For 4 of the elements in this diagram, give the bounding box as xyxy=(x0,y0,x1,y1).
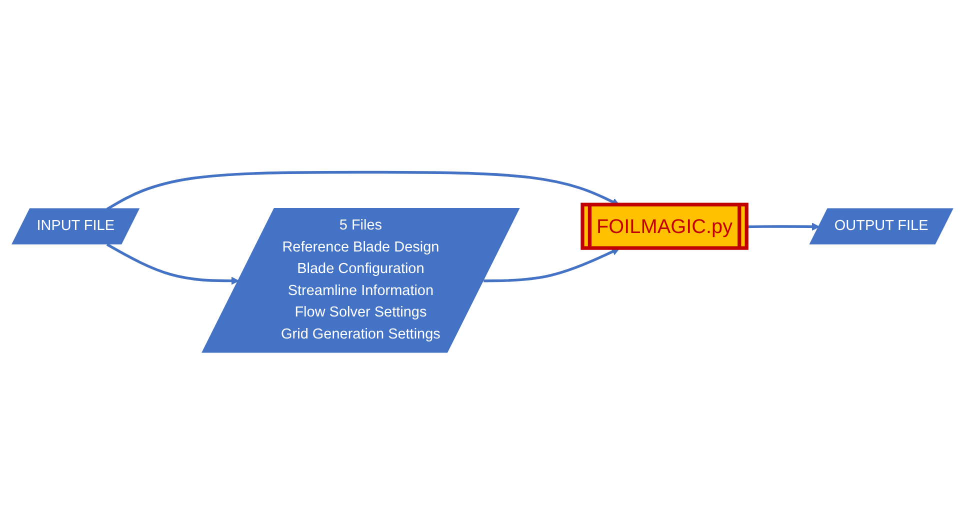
arrow xyxy=(484,248,620,282)
arrow xyxy=(747,222,820,231)
arrow xyxy=(106,243,240,285)
arrow xyxy=(106,171,620,210)
